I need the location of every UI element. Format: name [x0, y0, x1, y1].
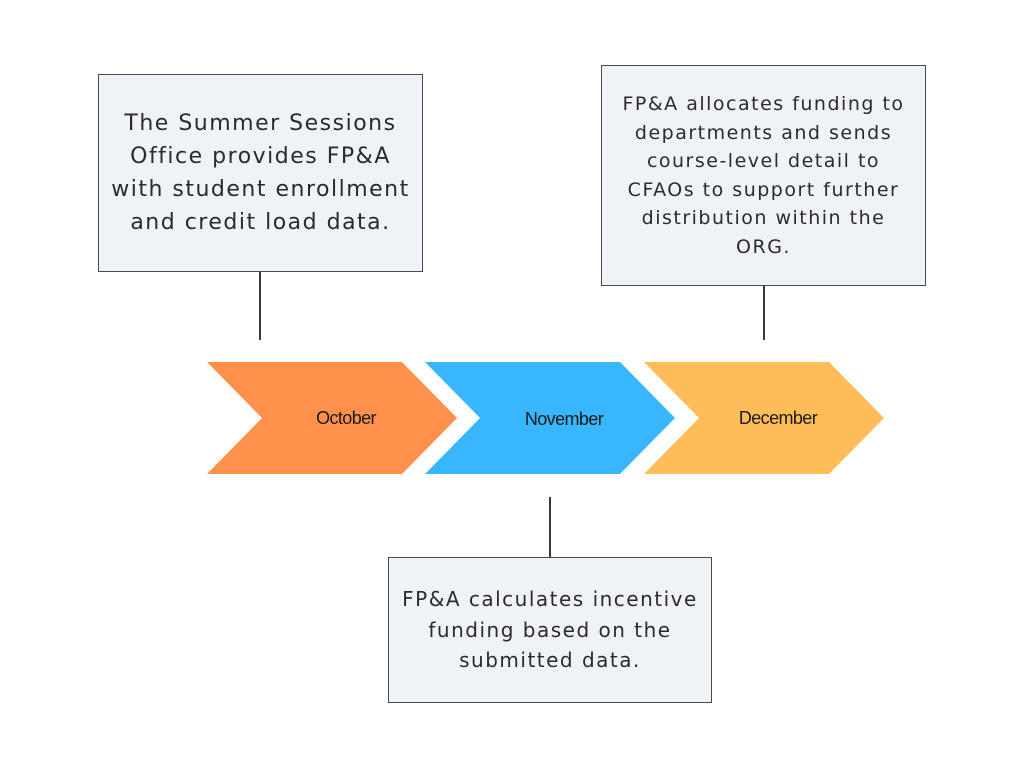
december-note-text: FP&A allocates funding to departments an…	[622, 93, 905, 258]
chevron-october	[207, 362, 457, 474]
october-connector-line	[259, 272, 261, 340]
november-note-text: FP&A calculates incentive funding based …	[402, 587, 698, 673]
november-connector-line	[549, 497, 551, 557]
october-note-box: The Summer Sessions Office provides FP&A…	[98, 74, 423, 272]
november-label: November	[525, 409, 604, 429]
october-label: October	[316, 408, 376, 428]
october-note-text: The Summer Sessions Office provides FP&A…	[111, 111, 410, 235]
december-connector-line	[763, 286, 765, 340]
november-note-box: FP&A calculates incentive funding based …	[388, 557, 712, 703]
chevron-december	[644, 362, 884, 474]
december-label: December	[739, 408, 818, 428]
december-note-box: FP&A allocates funding to departments an…	[601, 65, 926, 286]
chevron-november	[425, 362, 675, 474]
